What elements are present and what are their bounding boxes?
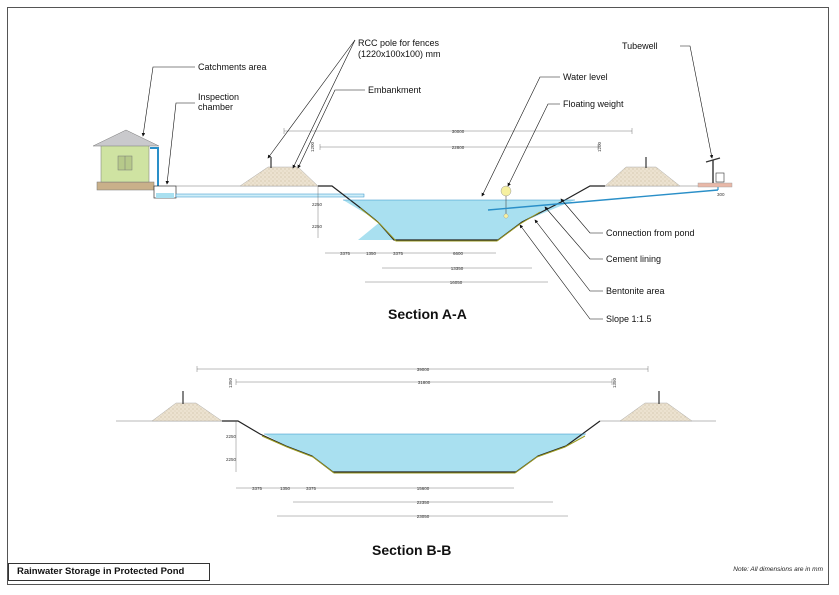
pond-water-a: [343, 200, 575, 240]
dim-a-tubewell: 300: [717, 192, 725, 197]
label-inspection: Inspection: [198, 92, 239, 102]
pond-water-b: [264, 434, 586, 472]
section-b-dimensions: 39000 31800 1350 1350 2250 2250 3375 135…: [196, 366, 649, 519]
dimension-note: Note: All dimensions are in mm: [733, 566, 823, 573]
dim-b-lower: 23050: [417, 514, 430, 519]
dim-a-seg4: 6600: [453, 251, 464, 256]
drawing-frame: [7, 7, 829, 585]
dim-b-mid: 22350: [417, 500, 430, 505]
label-chamber: chamber: [198, 102, 233, 112]
label-bentonite: Bentonite area: [606, 286, 665, 296]
section-a-leaders: [141, 39, 714, 320]
embankment-left: [239, 166, 319, 187]
dim-b-depth1: 2250: [226, 434, 237, 439]
dim-a-seg3: 3375: [393, 251, 404, 256]
dim-a-mid: 13350: [451, 266, 464, 271]
section-b-drawing: [116, 391, 716, 474]
label-rcc-pole: RCC pole for fences: [358, 38, 440, 48]
dim-b-seg4: 15600: [417, 486, 430, 491]
dim-a-right-small: 1200: [597, 141, 602, 152]
section-a-title: Section A-A: [388, 306, 467, 322]
dim-a-lower: 16050: [450, 280, 463, 285]
dim-b-seg1: 3375: [252, 486, 263, 491]
dim-a-left-small: 1200: [310, 141, 315, 152]
section-b-title: Section B-B: [372, 542, 451, 558]
dim-a-seg1: 3375: [340, 251, 351, 256]
inlet-pipe: [175, 193, 365, 198]
dim-a-inner: 22800: [452, 145, 465, 150]
dim-b-depth2: 2250: [226, 457, 237, 462]
label-embankment: Embankment: [368, 85, 422, 95]
embankment-b-left: [151, 402, 223, 422]
pond-outline-a: [318, 185, 605, 241]
dim-b-inner: 31800: [418, 380, 431, 385]
label-slope: Slope 1:1.5: [606, 314, 652, 324]
embankment-right: [604, 166, 681, 187]
dim-a-depth1: 2250: [312, 202, 323, 207]
section-a-drawing: [92, 129, 733, 242]
connection-pipe: [487, 189, 719, 211]
label-connection: Connection from pond: [606, 228, 695, 238]
dim-a-overall: 30000: [452, 129, 465, 134]
embankment-b-right: [619, 402, 693, 422]
label-water-level: Water level: [563, 72, 608, 82]
dim-a-seg2: 1350: [366, 251, 377, 256]
label-rcc-pole-size: (1220x100x100) mm: [358, 49, 441, 59]
label-tubewell: Tubewell: [622, 41, 658, 51]
dim-b-left-small: 1350: [228, 377, 233, 388]
house-icon: [92, 129, 160, 191]
label-cement-lining: Cement lining: [606, 254, 661, 264]
drawing-title: Rainwater Storage in Protected Pond: [8, 563, 210, 581]
dim-b-seg3: 3375: [306, 486, 317, 491]
dim-a-depth2: 2250: [312, 224, 323, 229]
downpipe: [150, 147, 159, 188]
label-floating-weight: Floating weight: [563, 99, 624, 109]
label-catchments: Catchments area: [198, 62, 267, 72]
dim-b-seg2: 1350: [280, 486, 291, 491]
cement-lining-a: [359, 207, 541, 242]
tubewell-icon: [697, 157, 733, 188]
dim-b-right-small: 1350: [612, 377, 617, 388]
section-a-dimensions: 30000 22800 1200 1200 2250 2250 3375 135…: [283, 128, 725, 285]
dim-b-overall: 39000: [417, 367, 430, 372]
cement-lining-b: [261, 435, 586, 474]
floating-weight: [500, 185, 512, 197]
